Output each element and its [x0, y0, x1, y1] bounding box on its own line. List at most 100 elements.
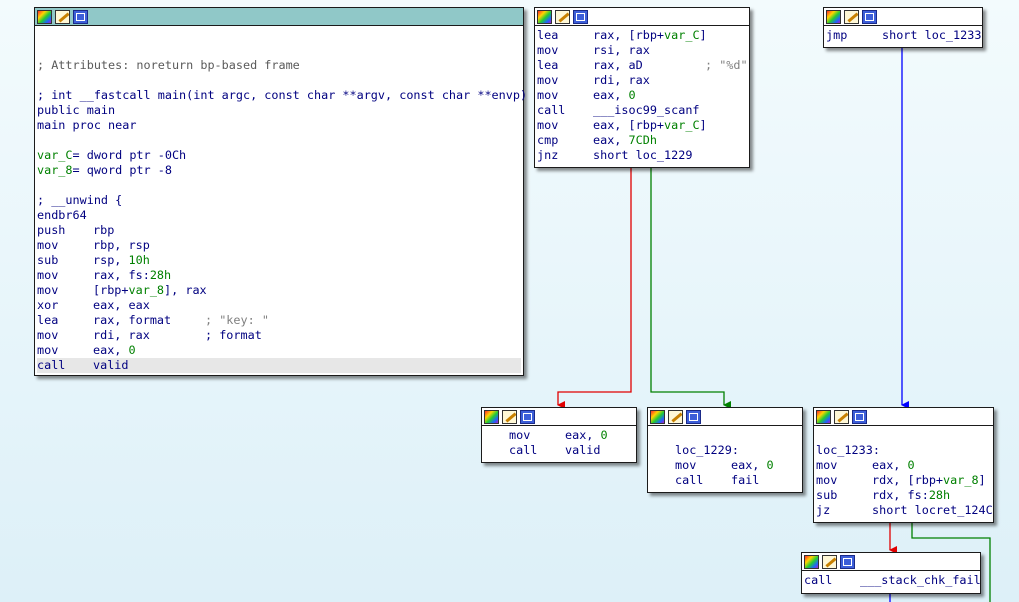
mnemonic[interactable]: mov — [537, 88, 559, 102]
operand[interactable]: eax, [rbp+ — [593, 118, 665, 132]
mnemonic[interactable]: call — [675, 473, 704, 487]
mnemonic[interactable]: mov — [37, 343, 59, 357]
node-loc-1229[interactable]: loc_1229: mov eax, 0 call fail — [647, 407, 803, 493]
mnemonic[interactable]: mov — [37, 238, 59, 252]
mnemonic[interactable]: mov — [37, 283, 59, 297]
mnemonic[interactable]: call — [804, 573, 833, 587]
mnemonic[interactable]: lea — [537, 28, 559, 42]
var-name[interactable]: var_C — [37, 148, 73, 162]
operand[interactable]: rax, fs: — [93, 268, 150, 282]
rename-node-icon[interactable] — [668, 409, 683, 424]
mnemonic[interactable]: mov — [37, 328, 59, 342]
call-target[interactable]: valid — [565, 443, 601, 457]
operand[interactable]: rbp — [93, 223, 115, 237]
operand[interactable]: eax, — [593, 133, 629, 147]
operand[interactable]: eax, — [872, 458, 908, 472]
jump-target[interactable]: short loc_1233 — [882, 28, 982, 42]
operand[interactable]: eax, — [565, 428, 601, 442]
mnemonic[interactable]: cmp — [537, 133, 559, 147]
public-directive[interactable]: public main — [37, 103, 116, 117]
node-titlebar[interactable] — [535, 8, 749, 26]
operand[interactable]: rax, aD — [593, 58, 643, 72]
operand[interactable]: rax, [rbp+ — [593, 28, 665, 42]
var-name[interactable]: var_8 — [37, 163, 73, 177]
var-ref[interactable]: var_C — [664, 118, 700, 132]
immediate[interactable]: 0 — [766, 458, 774, 472]
mnemonic[interactable]: call — [37, 358, 66, 372]
immediate[interactable]: 0 — [128, 343, 136, 357]
operand[interactable]: ] — [978, 473, 986, 487]
var-ref[interactable]: var_8 — [943, 473, 979, 487]
group-node-icon[interactable] — [573, 9, 588, 24]
jump-target[interactable]: short loc_1229 — [593, 148, 693, 162]
operand[interactable]: ] — [699, 118, 707, 132]
call-target[interactable]: ___isoc99_scanf — [593, 103, 700, 117]
immediate[interactable]: 0 — [628, 88, 636, 102]
immediate[interactable]: 0 — [907, 458, 915, 472]
mnemonic[interactable]: mov — [816, 473, 838, 487]
operand[interactable]: ] — [699, 28, 707, 42]
operand[interactable]: rdi, rax — [93, 328, 150, 342]
immediate[interactable]: 7CDh — [628, 133, 657, 147]
rename-node-icon[interactable] — [55, 9, 70, 24]
mnemonic[interactable]: mov — [37, 268, 59, 282]
location-label[interactable]: loc_1233: — [816, 443, 880, 457]
operand[interactable]: rbp, rsp — [93, 238, 150, 252]
mnemonic[interactable]: xor — [37, 298, 59, 312]
node-titlebar[interactable] — [814, 408, 993, 426]
group-node-icon[interactable] — [862, 9, 877, 24]
group-node-icon[interactable] — [73, 9, 88, 24]
node-color-icon[interactable] — [484, 409, 499, 424]
rename-node-icon[interactable] — [844, 9, 859, 24]
var-ref[interactable]: var_C — [664, 28, 700, 42]
immediate[interactable]: 0 — [600, 428, 608, 442]
node-titlebar[interactable] — [648, 408, 802, 426]
node-color-icon[interactable] — [826, 9, 841, 24]
proc-directive[interactable]: main proc near — [37, 118, 137, 132]
mnemonic[interactable]: jz — [816, 503, 831, 517]
operand[interactable]: rdx, fs: — [872, 488, 929, 502]
node-titlebar[interactable] — [802, 553, 980, 571]
node-stack-chk-fail[interactable]: call___stack_chk_fail — [801, 552, 981, 594]
location-label[interactable]: loc_1229: — [675, 443, 739, 457]
operand[interactable]: eax, — [593, 88, 629, 102]
group-node-icon[interactable] — [520, 409, 535, 424]
mnemonic[interactable]: mov — [537, 73, 559, 87]
instruction[interactable]: endbr64 — [37, 208, 87, 222]
operand[interactable]: eax, — [731, 458, 767, 472]
node-color-icon[interactable] — [37, 9, 52, 24]
jump-target[interactable]: short locret_124C — [872, 503, 993, 517]
mnemonic[interactable]: mov — [537, 118, 559, 132]
node-titlebar[interactable] — [482, 408, 636, 426]
mnemonic[interactable]: lea — [37, 313, 59, 327]
var-ref[interactable]: var_8 — [128, 283, 165, 297]
mnemonic[interactable]: jnz — [537, 148, 559, 162]
node-titlebar[interactable] — [35, 8, 523, 26]
operand[interactable]: rsp, — [93, 253, 129, 267]
operand[interactable]: eax, eax — [93, 298, 150, 312]
node-color-icon[interactable] — [816, 409, 831, 424]
mnemonic[interactable]: jmp — [826, 28, 848, 42]
call-target[interactable]: fail — [731, 473, 760, 487]
operand[interactable]: rdi, rax — [593, 73, 650, 87]
group-node-icon[interactable] — [840, 554, 855, 569]
operand[interactable]: eax, — [93, 343, 129, 357]
mnemonic[interactable]: sub — [816, 488, 838, 502]
node-main[interactable]: ; Attributes: noreturn bp-based frame ; … — [34, 7, 527, 376]
mnemonic[interactable]: mov — [537, 43, 559, 57]
group-node-icon[interactable] — [686, 409, 701, 424]
call-target[interactable]: valid — [93, 358, 129, 372]
mnemonic[interactable]: mov — [675, 458, 697, 472]
node-color-icon[interactable] — [804, 554, 819, 569]
mnemonic[interactable]: lea — [537, 58, 559, 72]
node-color-icon[interactable] — [650, 409, 665, 424]
immediate[interactable]: 10h — [128, 253, 150, 267]
rename-node-icon[interactable] — [502, 409, 517, 424]
operand[interactable]: ], rax — [164, 283, 207, 297]
mnemonic[interactable]: call — [537, 103, 566, 117]
operand[interactable]: rax, format — [93, 313, 172, 327]
operand[interactable]: [rbp+ — [93, 283, 129, 297]
mnemonic[interactable]: push — [37, 223, 66, 237]
operand[interactable]: rdx, [rbp+ — [872, 473, 944, 487]
